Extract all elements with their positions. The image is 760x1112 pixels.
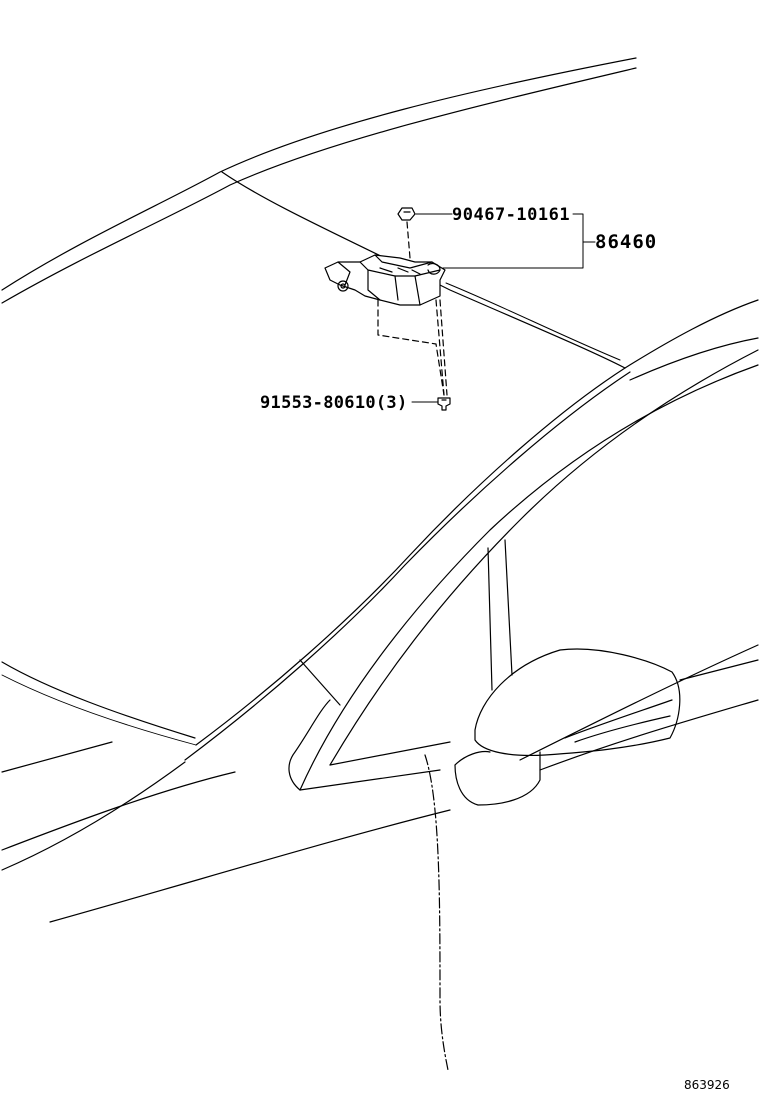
screw bbox=[437, 397, 451, 411]
fender-lines bbox=[1, 644, 759, 923]
roof-edge-lines bbox=[1, 57, 637, 304]
top-bolt bbox=[397, 207, 416, 259]
screw-guides bbox=[377, 299, 448, 396]
door-gap-line bbox=[424, 754, 449, 1071]
side-window-frame bbox=[288, 349, 759, 791]
quarter-glass-divider bbox=[487, 539, 513, 691]
a-pillar bbox=[184, 299, 759, 761]
side-mirror bbox=[454, 648, 681, 806]
illustration-reference-number: 863926 bbox=[684, 1078, 730, 1092]
callout-screw-part-number: 91553-80610(3) bbox=[260, 393, 408, 413]
windshield-top-edge bbox=[221, 171, 626, 369]
callout-sensor-part-number: 86460 bbox=[595, 231, 658, 253]
leader-lines bbox=[411, 213, 596, 403]
rain-sensor-assembly bbox=[324, 254, 446, 306]
windshield-bottom-edge bbox=[1, 661, 196, 739]
callout-bolt-part-number: 90467-10161 bbox=[452, 205, 571, 225]
